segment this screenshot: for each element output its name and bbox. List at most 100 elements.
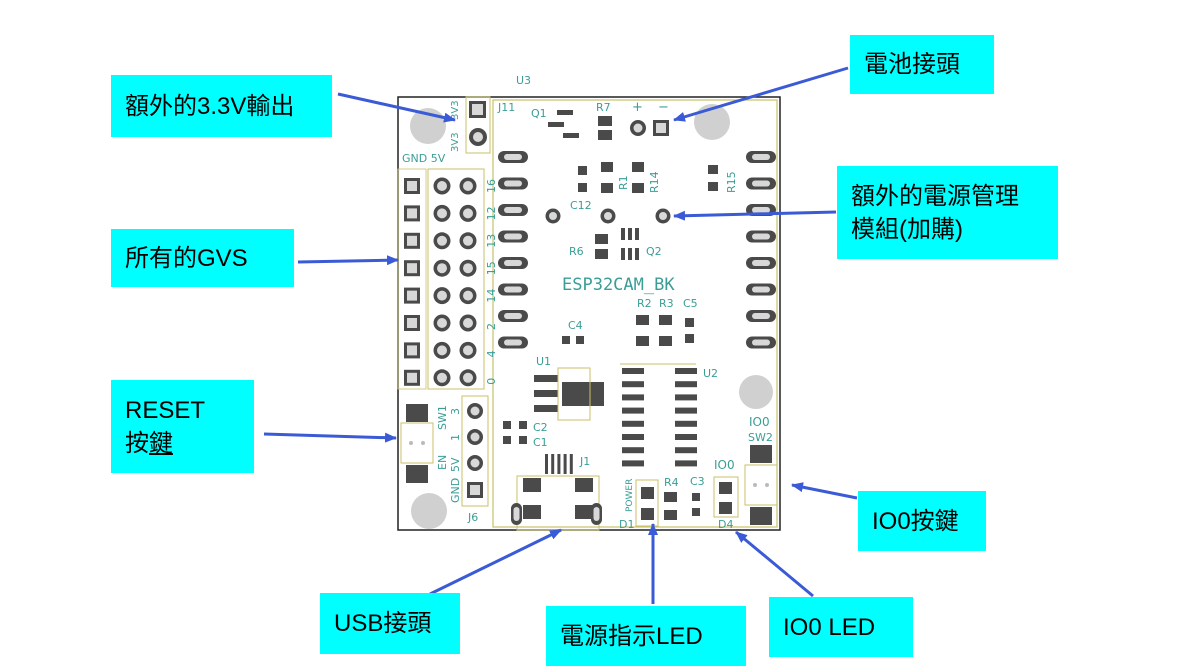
pad-r14-b <box>632 183 644 193</box>
gvs-pad-hole <box>437 345 447 356</box>
silk-io0-sw2: IO0 <box>749 415 770 429</box>
usb-signal-pin <box>563 454 567 474</box>
d1-outline <box>635 479 659 527</box>
d1-pad-a <box>641 487 654 499</box>
gvs-pad-hole <box>437 318 447 328</box>
gvs-pad-hole <box>463 345 473 356</box>
gvs-pad-hole <box>437 181 447 191</box>
silk-d4: D4 <box>718 518 733 531</box>
gvs-pin-label-12: 12 <box>485 206 498 220</box>
usb-shield-left-hole <box>513 507 520 521</box>
module-pad-left-hole <box>504 286 522 293</box>
silk-j1: J1 <box>579 455 590 468</box>
silk-d1: D1 <box>619 518 634 531</box>
d1-pad-b <box>641 508 654 520</box>
d4-outline <box>713 476 739 518</box>
silk-u1: U1 <box>536 355 551 368</box>
j11-outline <box>465 96 491 154</box>
module-pad-right-hole <box>752 286 770 293</box>
callout-battery: 電池接頭 <box>850 35 994 94</box>
silk-battery-minus: − <box>658 100 669 115</box>
silk-r7: R7 <box>596 101 611 114</box>
silk-u3: U3 <box>516 74 531 87</box>
pad-r-a1 <box>578 166 587 175</box>
arrow-usb <box>429 528 562 596</box>
gvs-gnd-pad-hole <box>407 181 417 191</box>
pad-c3-b <box>692 508 700 516</box>
gvs-gnd-pad-hole <box>407 208 417 219</box>
callout-extra-3v3: 額外的3.3V輸出 <box>111 75 332 137</box>
u2-pin-right <box>675 434 697 440</box>
callout-usb: USB接頭 <box>320 593 460 654</box>
pad-r3-a <box>659 315 672 325</box>
usb-shield-right-hole <box>593 507 600 521</box>
pad-r6-b <box>595 249 608 259</box>
pad-r1-b <box>601 183 613 193</box>
pad-c3-a <box>692 493 700 501</box>
u2-pin-left <box>622 368 644 374</box>
gvs-pad-hole <box>463 208 473 219</box>
gvs-pad-hole <box>463 263 473 274</box>
u2-pin-left <box>622 434 644 440</box>
q2-pin-1 <box>621 228 625 240</box>
silk-c3: C3 <box>690 475 705 488</box>
usb-anchor-pad <box>523 505 541 519</box>
silk-j6-5v: 5V <box>449 457 462 472</box>
pad-c2-b <box>519 421 527 429</box>
q2-pin-3 <box>635 228 639 240</box>
module-pad-right-hole <box>752 339 770 346</box>
sw2-pad-top <box>750 445 772 463</box>
gvs-pad-hole <box>463 235 473 246</box>
silk-en: EN <box>436 455 449 470</box>
d4-pad-a <box>719 482 732 494</box>
q1-pad-c <box>563 133 579 138</box>
gvs-pad-hole <box>437 263 447 274</box>
module-pad-right-hole <box>752 313 770 319</box>
usb-anchor-pad <box>575 505 593 519</box>
power-module-pad-1-hole <box>549 212 557 220</box>
module-pad-right-hole <box>752 154 770 160</box>
callout-power-led-text: 電源指示LED <box>560 622 703 650</box>
silk-c5: C5 <box>683 297 698 310</box>
u2-pin-right <box>675 368 697 374</box>
gvs-gnd-pad-hole <box>407 235 417 246</box>
arrow-3v3 <box>337 92 456 123</box>
u2-pin-left <box>622 394 644 401</box>
module-pad-right-hole <box>752 180 770 187</box>
silk-3v3-side: 3V3 <box>450 132 461 152</box>
silk-battery-plus: + <box>632 100 643 115</box>
u1-outline <box>557 367 591 421</box>
power-module-pad-2-hole <box>604 212 612 220</box>
silk-power: POWER <box>625 479 635 512</box>
u2-pin-left <box>622 381 644 388</box>
battery-pad-minus-hole <box>656 123 666 133</box>
module-pad-left-hole <box>504 207 522 213</box>
silk-r14: R14 <box>648 171 661 193</box>
q1-pad-a <box>557 110 573 115</box>
silk-sw2: SW2 <box>748 431 773 444</box>
u2-pin-left <box>622 460 644 467</box>
pad-r15-a <box>708 165 718 174</box>
callout-power-module-line2: 模組(加購) <box>851 215 963 243</box>
usb-anchor-pad <box>575 478 593 492</box>
silk-r6: R6 <box>569 245 584 258</box>
callout-reset-line2-b: 鍵 <box>149 429 173 457</box>
gvs-pads <box>404 177 477 387</box>
silk-r15: R15 <box>725 171 738 193</box>
silk-j6: J6 <box>467 511 478 524</box>
j6-outline <box>461 395 489 507</box>
q2-pin-5 <box>628 248 632 260</box>
gvs-pin-label-13: 13 <box>485 234 498 248</box>
callout-io0-button: IO0按鍵 <box>858 491 986 551</box>
pad-c1-b <box>519 436 527 444</box>
module-pad-right-hole <box>752 233 770 240</box>
gvs-gnd-pad-hole <box>407 372 417 383</box>
module-pad-left-hole <box>504 233 522 240</box>
pad-r3-b <box>659 336 672 346</box>
module-pad-left-hole <box>504 313 522 319</box>
gvs-header <box>397 168 485 390</box>
silk-c4: C4 <box>568 319 583 332</box>
r7-pad-a <box>598 116 612 126</box>
sw2-outline <box>744 464 778 506</box>
